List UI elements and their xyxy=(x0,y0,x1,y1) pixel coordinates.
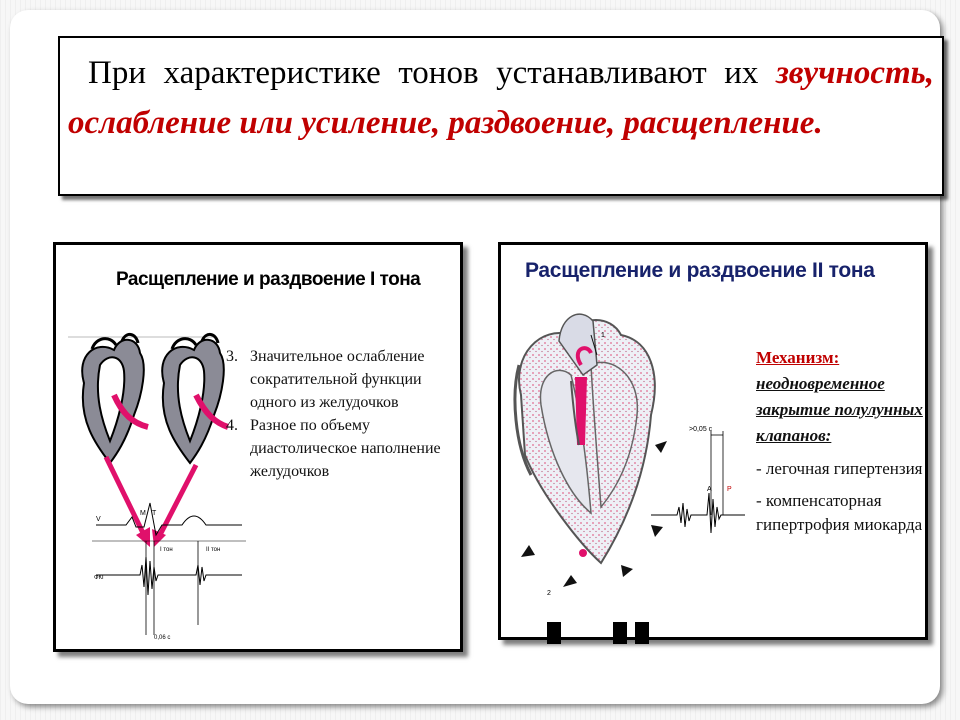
label-interval: 0,06 с xyxy=(154,635,170,641)
second-tone-diagram: 1 2 >0,05 с A P xyxy=(513,313,745,597)
intro-emphasis: звучность, ослабление или усиление, разд… xyxy=(68,55,934,141)
label-p: P xyxy=(727,486,732,493)
label-t: T xyxy=(152,510,157,517)
arrow-left xyxy=(103,455,147,537)
label-fkg: ФКГ xyxy=(94,575,106,581)
mechanism-text: Механизм: неодновременное закрытие полул… xyxy=(756,345,928,537)
list-item: 4. Разное по объему диастолическое напол… xyxy=(226,417,441,480)
mechanism-item: - компенсаторная гипертрофия миокарда xyxy=(756,491,923,534)
pointer-1 xyxy=(590,334,598,356)
label-1: 1 xyxy=(601,332,605,339)
label-a: A xyxy=(707,486,712,493)
mechanism-item: - легочная гипертензия xyxy=(756,459,923,478)
label-interval: >0,05 с xyxy=(689,426,713,433)
label-v: V xyxy=(96,516,101,523)
heart-illustration-right xyxy=(161,333,230,465)
heart-cross-section xyxy=(513,313,656,565)
block xyxy=(635,622,649,644)
list-item: 3. Значительное ослабление сократительно… xyxy=(226,348,425,411)
mechanism-description: неодновременное закрытие полулунных клап… xyxy=(756,374,923,445)
second-tone-title: Расщепление и раздвоение II тона xyxy=(525,259,875,282)
arrow-right xyxy=(157,463,199,537)
arrow-left-head xyxy=(136,527,150,547)
pcg-trace xyxy=(96,556,242,596)
second-tone-panel: Расщепление и раздвоение II тона xyxy=(498,242,928,640)
first-tone-list: 3. Значительное ослабление сократительно… xyxy=(226,345,458,483)
ecg-trace xyxy=(96,502,242,537)
label-2: 2 xyxy=(547,590,551,597)
block xyxy=(547,622,561,644)
mechanism-heading: Механизм: xyxy=(756,348,840,367)
intro-lead: При характеристике тонов устанавливают и… xyxy=(88,55,759,91)
label-m: M xyxy=(140,510,146,517)
block xyxy=(613,622,627,644)
sound-trace xyxy=(651,492,745,534)
first-tone-diagram: V M T I тон II тон ФКГ 0,06 с xyxy=(68,333,246,641)
label-tone1: I тон xyxy=(160,547,173,553)
direction-arrows xyxy=(521,441,667,587)
label-tone2: II тон xyxy=(206,547,220,553)
intro-text-box: При характеристике тонов устанавливают и… xyxy=(58,36,944,196)
first-tone-title: Расщепление и раздвоение I тона xyxy=(116,269,421,290)
first-tone-panel: Расщепление и раздвоение I тона V xyxy=(53,242,463,652)
heart-illustration-left xyxy=(81,333,149,465)
